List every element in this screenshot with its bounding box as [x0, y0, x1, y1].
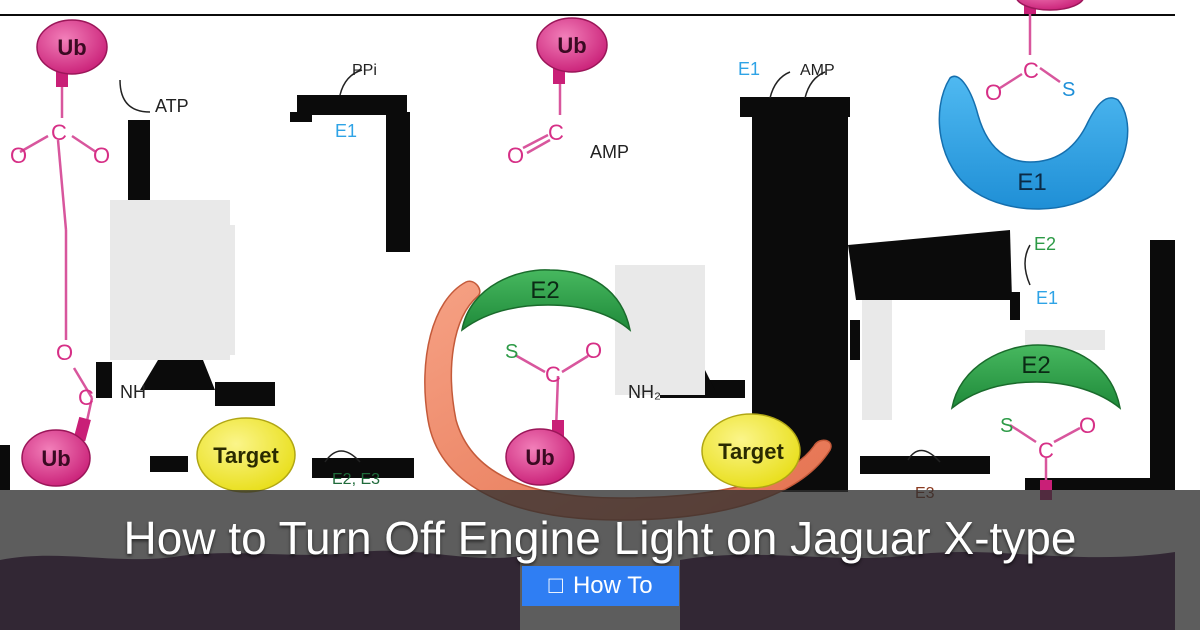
atom-labels: O C O O C O C O C C O C O — [10, 58, 1096, 463]
category-badge[interactable]: □ How To — [522, 566, 679, 606]
title-overlay — [0, 490, 1200, 630]
atom-o-4: O — [985, 80, 1002, 105]
grey-shapes — [110, 200, 1105, 420]
target-label-1: Target — [213, 443, 279, 468]
reaction-lines — [119, 69, 1031, 463]
e2-enzyme-right — [950, 344, 1122, 410]
nh2-label: NH₂ — [628, 382, 661, 402]
atom-o-5: O — [56, 340, 73, 365]
e1-label-main: E1 — [1017, 169, 1046, 196]
reagent-labels: ATP PPi AMP AMP NH NH₂ — [120, 62, 835, 402]
atom-s-1: S — [1062, 79, 1075, 101]
ub-sphere-3 — [1016, 0, 1084, 14]
e2-enzyme-middle — [460, 269, 632, 332]
ub-sphere-2: Ub — [536, 17, 608, 84]
ub-spheres: Ub Ub Ub Ub — [21, 0, 1084, 500]
e1-label-step: E1 — [335, 121, 357, 141]
atom-o-1: O — [10, 143, 27, 168]
ppi-label: PPi — [352, 62, 377, 79]
category-label: How To — [572, 572, 653, 599]
e2-e3-label: E2, E3 — [332, 471, 380, 488]
atom-o-3: O — [507, 143, 524, 168]
ub-label-4: Ub — [41, 446, 70, 471]
e2-label-middle: E2 — [530, 277, 559, 304]
ub-sphere-5: Ub — [505, 420, 575, 486]
atom-s-2: S — [505, 341, 518, 363]
ub-label-2: Ub — [557, 33, 586, 58]
target-label-2: Target — [718, 439, 784, 464]
e1-enzyme — [938, 75, 1129, 210]
enzyme-labels: E1 E2 E2 E1 E1 E2 E1 E2, E3 E3 — [332, 59, 1058, 502]
atom-c-2: C — [548, 120, 564, 145]
folder-icon: □ — [548, 572, 563, 599]
atom-s-3: S — [1000, 415, 1013, 437]
atp-label: ATP — [155, 96, 189, 116]
atom-o-6: O — [585, 338, 602, 363]
sulfur-labels: S S S — [505, 79, 1075, 437]
ub-label-1: Ub — [57, 35, 86, 60]
atom-c-3: C — [1023, 58, 1039, 83]
ub-sphere-4: Ub — [21, 416, 91, 487]
target-sphere-2: Target — [701, 413, 801, 489]
post-title: How to Turn Off Engine Light on Jaguar X… — [123, 512, 1077, 564]
bond-lines — [19, 6, 1081, 500]
amp-label-top: AMP — [800, 62, 835, 79]
atom-c-6: C — [1038, 438, 1054, 463]
ub-sphere-1: Ub — [36, 19, 108, 87]
e2-label-right: E2 — [1021, 352, 1050, 379]
ub-label-5: Ub — [525, 445, 554, 470]
atom-o-7: O — [1079, 413, 1096, 438]
atom-o-2: O — [93, 143, 110, 168]
atom-c-1: C — [51, 120, 67, 145]
e1-label-transfer: E1 — [1036, 288, 1058, 308]
amp-label: AMP — [590, 142, 629, 162]
e3-enzyme — [424, 280, 832, 521]
nh-label: NH — [120, 382, 146, 402]
target-spheres: Target Target — [196, 413, 801, 493]
atom-c-5: C — [545, 362, 561, 387]
e1-label-top: E1 — [738, 59, 760, 79]
e2-label-transfer: E2 — [1034, 234, 1056, 254]
target-sphere-1: Target — [196, 417, 296, 493]
atom-c-4: C — [78, 385, 94, 410]
